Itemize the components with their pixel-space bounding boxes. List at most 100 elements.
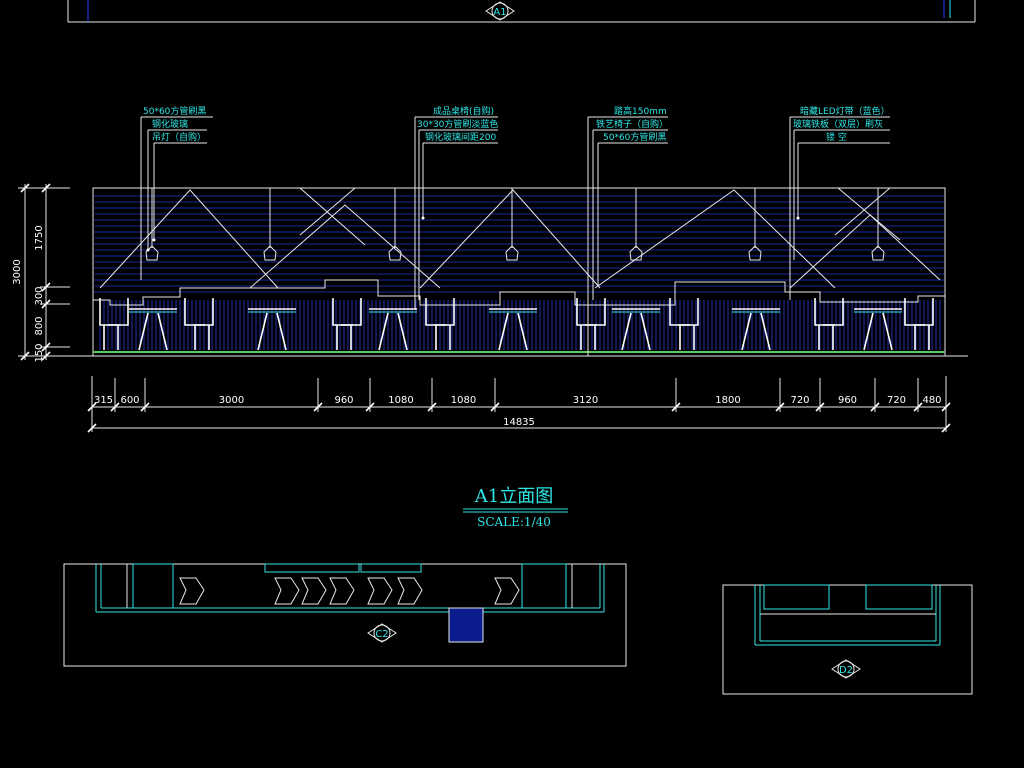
table-leg xyxy=(138,312,149,351)
x-brace xyxy=(834,187,901,241)
chair-back xyxy=(184,298,205,326)
pendant-lamp xyxy=(263,245,277,261)
plan-view-d2: D2 xyxy=(722,584,973,695)
plan-chair xyxy=(367,577,393,605)
furniture-row xyxy=(99,298,934,351)
plan-view-c2: C2 xyxy=(63,563,627,667)
plan-chair xyxy=(274,577,300,605)
callout-4-line-1: 暗藏LED灯带（蓝色） xyxy=(800,105,890,117)
dim-tick xyxy=(490,402,500,412)
vdim-800: 800 xyxy=(34,316,45,335)
chair-back xyxy=(823,298,844,326)
table-leg xyxy=(863,312,874,351)
plan-marker-d2[interactable]: D2 xyxy=(831,659,861,679)
callout-3-line-1: 踏高150mm xyxy=(614,105,667,117)
table-leg xyxy=(257,312,268,351)
chair-back xyxy=(425,298,446,326)
hdim-label: 960 xyxy=(334,395,353,406)
vdim-1750: 1750 xyxy=(34,225,45,250)
plan-chairs xyxy=(179,577,520,605)
chair-back xyxy=(108,298,129,326)
callout-3-line-3: 50*60方管刷黑 xyxy=(603,131,666,143)
hdim-label: 1800 xyxy=(715,395,740,406)
table-leg xyxy=(741,312,752,351)
table-leg xyxy=(397,312,408,351)
callout-2-line-3: 钢化玻璃间距200 xyxy=(425,131,496,143)
dim-tick xyxy=(313,402,323,412)
table-leg xyxy=(882,312,893,351)
hdim-label: 1080 xyxy=(388,395,413,406)
dim-tick xyxy=(815,402,825,412)
table-leg xyxy=(621,312,632,351)
callout-2: 成品桌椅(自购) 30*30方管刷淡蓝色 钢化玻璃间距200 xyxy=(414,105,498,310)
vdim-300: 300 xyxy=(34,286,45,305)
dim-tick xyxy=(941,402,951,412)
vdim-total: 3000 xyxy=(12,259,23,284)
callout-1-line-2: 钢化玻璃 xyxy=(152,118,188,130)
dim-tick xyxy=(870,402,880,412)
glass-triangle xyxy=(99,189,279,289)
ceiling-step-line xyxy=(93,279,945,306)
hdim-label: 315 xyxy=(94,395,113,406)
callout-4: 暗藏LED灯带（蓝色） 玻璃铁板（双层）刷灰 镂 空 xyxy=(789,105,890,300)
plan-chair xyxy=(494,577,520,605)
callout-2-line-1: 成品桌椅(自购) xyxy=(433,105,494,117)
chair-back xyxy=(341,298,362,326)
dim-tick xyxy=(365,402,375,412)
hdim-label: 1080 xyxy=(451,395,476,406)
table-leg xyxy=(378,312,389,351)
total-dimension: 14835 xyxy=(503,417,535,428)
callout-1: 50*60方管刷黑 钢化玻璃 吊灯（自购） xyxy=(140,105,213,280)
pendant-lamp xyxy=(748,245,762,261)
glass-triangle xyxy=(419,189,601,289)
glass-bands xyxy=(94,195,944,293)
hdim-label: 3120 xyxy=(573,395,598,406)
table-leg xyxy=(276,312,287,351)
chair-back xyxy=(904,298,925,326)
dim-tick xyxy=(775,402,785,412)
callout-4-line-3: 镂 空 xyxy=(826,131,847,143)
section-marker-a1[interactable]: A1 xyxy=(485,1,515,21)
callout-4-line-2: 玻璃铁板（双层）刷灰 xyxy=(793,118,883,130)
vdim-150: 150 xyxy=(34,343,45,362)
drawing-scale: SCALE:1/40 xyxy=(477,515,551,529)
column-block xyxy=(448,607,484,643)
table-leg xyxy=(517,312,528,351)
dim-tick xyxy=(110,402,120,412)
elevation-wall xyxy=(70,187,968,357)
vertical-dimensions: 3000 1750 300 800 150 xyxy=(12,183,70,363)
callout-1-line-1: 50*60方管刷黑 xyxy=(143,105,206,117)
hdim-label: 720 xyxy=(887,395,906,406)
table-leg xyxy=(498,312,509,351)
plan-chair xyxy=(301,577,327,605)
plan-chair xyxy=(397,577,423,605)
section-marker-label: A1 xyxy=(493,7,506,18)
callout-labels: 50*60方管刷黑 钢化玻璃 吊灯（自购） 成品桌椅(自购) 30*30方管刷淡… xyxy=(140,105,890,356)
table-leg xyxy=(760,312,771,351)
dim-tick xyxy=(140,402,150,412)
pendant-lamp xyxy=(629,245,643,261)
callout-2-line-2: 30*30方管刷淡蓝色 xyxy=(417,118,498,130)
hdim-label: 3000 xyxy=(219,395,244,406)
dim-tick xyxy=(427,402,437,412)
dim-tick xyxy=(87,402,97,412)
chair-back xyxy=(585,298,606,326)
title-block: A1立面图 SCALE:1/40 xyxy=(463,486,568,529)
pendant-lamp xyxy=(505,245,519,261)
callout-3: 踏高150mm 铁艺椅子（自购） 50*60方管刷黑 xyxy=(587,105,668,356)
hdim-label: 480 xyxy=(922,395,941,406)
plan-marker-c2-label: C2 xyxy=(375,629,388,640)
top-frame xyxy=(67,0,976,23)
pendant-lamp xyxy=(388,245,402,261)
plan-chair xyxy=(179,577,205,605)
chair-back xyxy=(669,298,690,326)
plan-marker-c2[interactable]: C2 xyxy=(367,623,397,643)
plan-marker-d2-label: D2 xyxy=(839,665,853,676)
plan-chair xyxy=(329,577,355,605)
hdim-label: 600 xyxy=(120,395,139,406)
callout-3-line-2: 铁艺椅子（自购） xyxy=(596,118,668,130)
glass-triangle xyxy=(249,204,441,289)
table-leg xyxy=(640,312,651,351)
dim-tick xyxy=(671,402,681,412)
